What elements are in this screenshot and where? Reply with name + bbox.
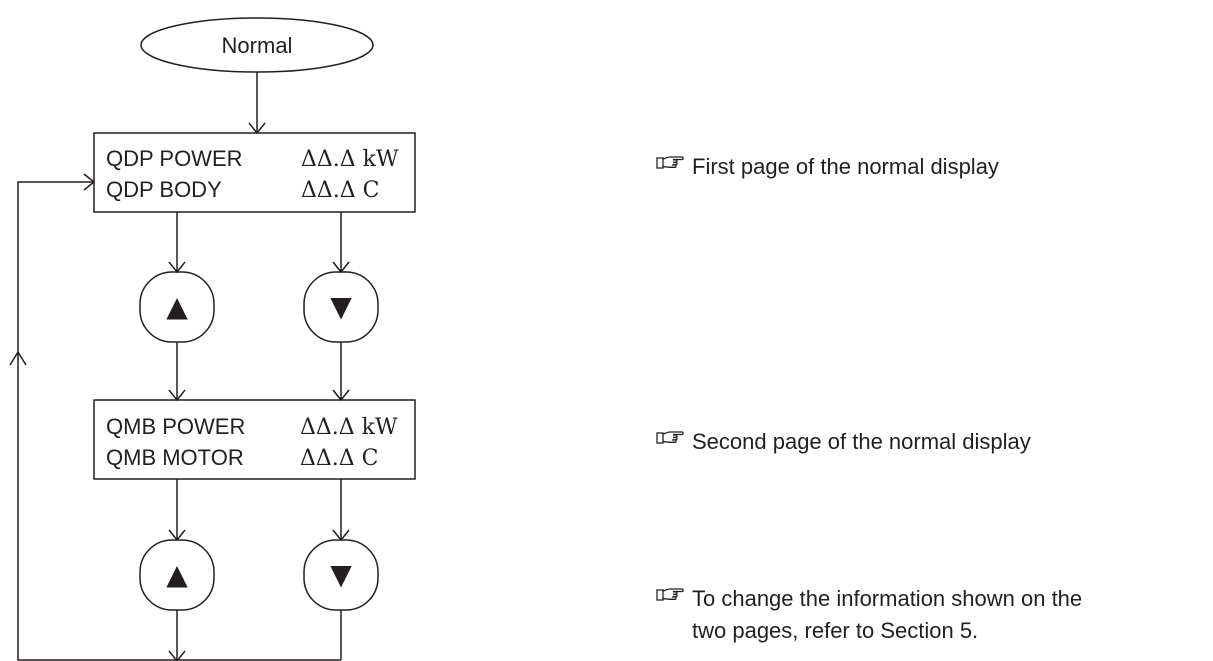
display-page-1	[93, 132, 416, 213]
up-triangle-icon: ▲	[166, 290, 188, 323]
note-text-line-2: two pages, refer to Section 5.	[692, 618, 979, 643]
down-triangle-icon: ▼	[330, 290, 352, 323]
display-1-row-1-name: QDP POWER	[106, 146, 243, 171]
note-text: First page of the normal display	[692, 154, 999, 179]
pointing-hand-icon	[656, 156, 684, 169]
note-text-line-1: To change the information shown on the	[692, 586, 1083, 611]
display-2-row-1-value: ΔΔ.Δ kW	[300, 415, 398, 440]
display-1-row-2-value: ΔΔ.Δ C	[301, 178, 379, 203]
down-triangle-icon: ▼	[330, 558, 352, 591]
display-1-row-1-value: ΔΔ.Δ kW	[301, 147, 399, 172]
display-page-2	[93, 399, 416, 480]
display-1-row-2-name: QDP BODY	[106, 177, 222, 202]
pointing-hand-icon	[656, 588, 684, 601]
pointing-hand-icon	[656, 431, 684, 444]
loop-back-connector	[17, 181, 341, 661]
display-2-row-2-value: ΔΔ.Δ C	[300, 446, 378, 471]
note-text: Second page of the normal display	[692, 429, 1031, 454]
display-2-row-2-name: QMB MOTOR	[106, 445, 244, 470]
start-node-label: Normal	[222, 33, 293, 58]
up-triangle-icon: ▲	[166, 558, 188, 591]
display-2-row-1-name: QMB POWER	[106, 414, 245, 439]
